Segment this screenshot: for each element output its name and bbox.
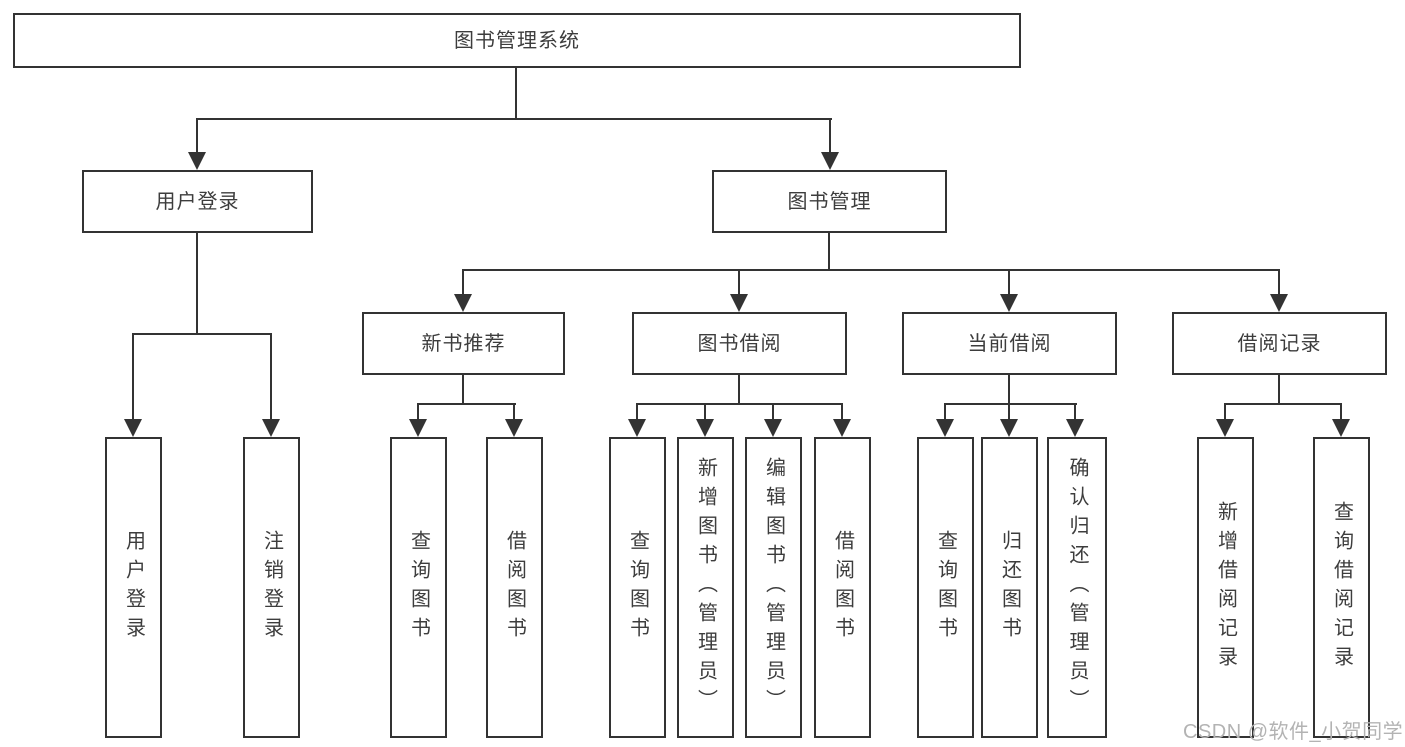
connector-line <box>841 403 843 419</box>
leaf-query-borrow-record-label: 查询借阅记录 <box>1330 500 1353 675</box>
node-new-book-recommend-label: 新书推荐 <box>421 332 506 355</box>
leaf-user-login: 用户登录 <box>105 437 162 738</box>
leaf-logout-label: 注销登录 <box>260 529 283 646</box>
connector-line <box>270 333 272 419</box>
connector-line <box>132 333 272 335</box>
connector-line <box>828 233 830 271</box>
connector-line <box>462 269 1280 271</box>
connector-line <box>1008 403 1010 419</box>
connector-line <box>1008 269 1010 294</box>
leaf-confirm-return-admin-label: 确认归还（管理员） <box>1066 457 1088 718</box>
arrowhead-down-icon <box>730 294 748 312</box>
arrowhead-down-icon <box>409 419 427 437</box>
connector-line <box>1278 269 1280 294</box>
connector-line <box>636 403 843 405</box>
leaf-query-books-3: 查询图书 <box>917 437 974 738</box>
arrowhead-down-icon <box>764 419 782 437</box>
arrowhead-down-icon <box>696 419 714 437</box>
leaf-borrow-books-2-label: 借阅图书 <box>831 529 854 646</box>
arrowhead-down-icon <box>1000 294 1018 312</box>
connector-line <box>738 269 740 294</box>
leaf-confirm-return-admin: 确认归还（管理员） <box>1047 437 1107 738</box>
leaf-edit-books-admin: 编辑图书（管理员） <box>745 437 802 738</box>
node-book-management-label: 图书管理 <box>787 190 872 213</box>
connector-line <box>417 403 516 405</box>
arrowhead-down-icon <box>821 152 839 170</box>
arrowhead-down-icon <box>505 419 523 437</box>
leaf-query-books-3-label: 查询图书 <box>934 529 957 646</box>
connector-line <box>1278 375 1280 405</box>
leaf-add-books-admin-label: 新增图书（管理员） <box>694 457 717 718</box>
leaf-borrow-books-1-label: 借阅图书 <box>503 529 526 646</box>
connector-line <box>1224 403 1342 405</box>
leaf-query-borrow-record: 查询借阅记录 <box>1313 437 1370 738</box>
leaf-add-borrow-record: 新增借阅记录 <box>1197 437 1254 738</box>
leaf-query-books-2-label: 查询图书 <box>626 529 649 646</box>
leaf-borrow-books-2: 借阅图书 <box>814 437 871 738</box>
connector-line <box>417 403 419 419</box>
node-root-label: 图书管理系统 <box>454 29 580 52</box>
connector-line <box>944 403 946 419</box>
arrowhead-down-icon <box>188 152 206 170</box>
arrowhead-down-icon <box>1000 419 1018 437</box>
node-user-login: 用户登录 <box>82 170 313 233</box>
arrowhead-down-icon <box>262 419 280 437</box>
arrowhead-down-icon <box>936 419 954 437</box>
leaf-add-books-admin: 新增图书（管理员） <box>677 437 734 738</box>
leaf-return-books-label: 归还图书 <box>998 529 1021 646</box>
connector-line <box>738 375 740 405</box>
leaf-logout: 注销登录 <box>243 437 300 738</box>
connector-line <box>462 375 464 405</box>
connector-line <box>772 403 774 419</box>
connector-line <box>132 333 134 419</box>
connector-line <box>462 269 464 294</box>
arrowhead-down-icon <box>1216 419 1234 437</box>
node-book-borrow-label: 图书借阅 <box>697 332 782 355</box>
connector-line <box>513 403 515 419</box>
arrowhead-down-icon <box>454 294 472 312</box>
connector-line <box>196 118 198 154</box>
arrowhead-down-icon <box>628 419 646 437</box>
leaf-borrow-books-1: 借阅图书 <box>486 437 543 738</box>
leaf-user-login-label: 用户登录 <box>122 529 145 646</box>
connector-line <box>1224 403 1226 419</box>
connector-line <box>829 118 831 154</box>
node-book-management: 图书管理 <box>712 170 947 233</box>
connector-line <box>196 233 198 335</box>
arrowhead-down-icon <box>1066 419 1084 437</box>
leaf-query-books-1: 查询图书 <box>390 437 447 738</box>
connector-line <box>944 403 1077 405</box>
node-borrow-record-label: 借阅记录 <box>1237 332 1322 355</box>
arrowhead-down-icon <box>1332 419 1350 437</box>
node-current-borrow-label: 当前借阅 <box>967 332 1052 355</box>
leaf-edit-books-admin-label: 编辑图书（管理员） <box>762 457 785 718</box>
leaf-return-books: 归还图书 <box>981 437 1038 738</box>
connector-line <box>1008 375 1010 405</box>
node-book-borrow: 图书借阅 <box>632 312 847 375</box>
connector-line <box>196 118 832 120</box>
node-borrow-record: 借阅记录 <box>1172 312 1387 375</box>
connector-line <box>704 403 706 419</box>
leaf-query-books-2: 查询图书 <box>609 437 666 738</box>
node-current-borrow: 当前借阅 <box>902 312 1117 375</box>
connector-line <box>1074 403 1076 419</box>
leaf-add-borrow-record-label: 新增借阅记录 <box>1214 500 1237 675</box>
node-user-login-label: 用户登录 <box>155 190 240 213</box>
csdn-watermark: CSDN @软件_小贺同学 <box>1183 721 1404 743</box>
connector-line <box>636 403 638 419</box>
node-new-book-recommend: 新书推荐 <box>362 312 565 375</box>
connector-line <box>1340 403 1342 419</box>
connector-line <box>515 68 517 120</box>
arrowhead-down-icon <box>833 419 851 437</box>
node-root: 图书管理系统 <box>13 13 1021 68</box>
arrowhead-down-icon <box>1270 294 1288 312</box>
leaf-query-books-1-label: 查询图书 <box>407 529 430 646</box>
arrowhead-down-icon <box>124 419 142 437</box>
